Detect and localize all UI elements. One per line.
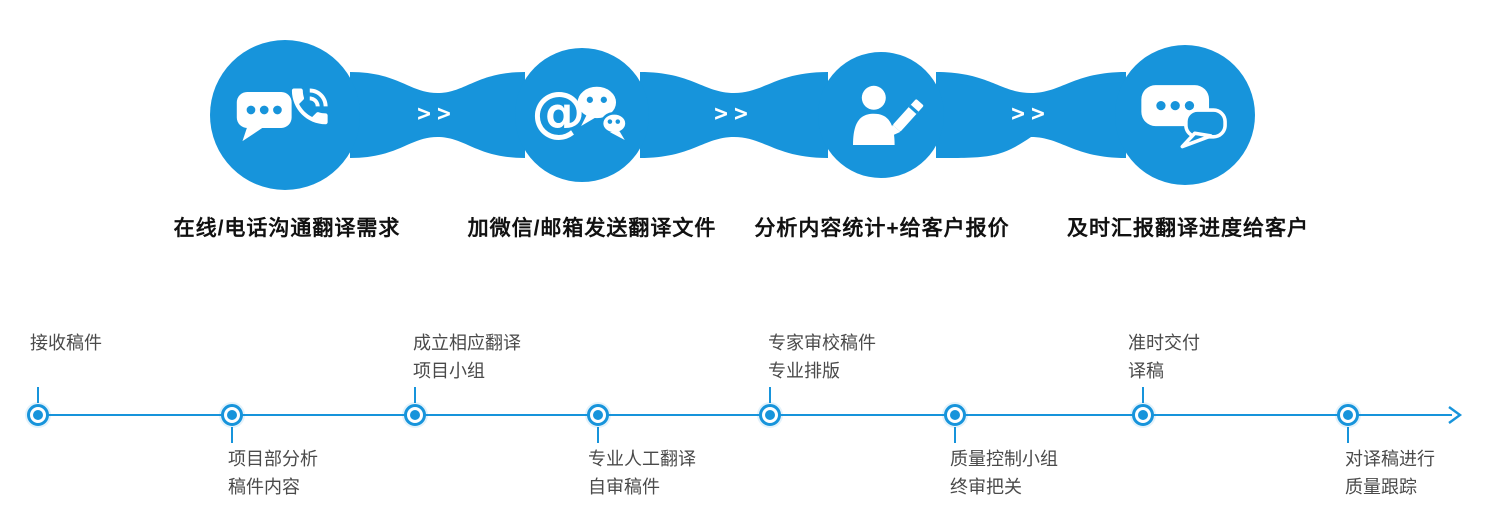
svg-text:@: @ [534,81,585,144]
step-label: 及时汇报翻译进度给客户 [1067,217,1309,240]
step-circle-progress [1115,45,1255,185]
timeline-label-line: 自审稿件 [588,477,660,497]
timeline-dot [27,404,49,426]
chevron-label: >> [1011,101,1051,127]
timeline-arrowhead [1448,406,1463,424]
chat-phone-icon [236,88,328,142]
timeline-axis [30,414,1452,416]
step-circle-send-files: @ [515,48,649,182]
timeline-dot [759,404,781,426]
timeline-label: 接收稿件 [30,329,102,357]
timeline-label: 质量控制小组 终审把关 [950,445,1058,501]
analysis-quote-icon [853,86,924,146]
progress-report-icon [1141,84,1227,148]
timeline-label: 专家审校稿件 专业排版 [768,329,876,385]
timeline-label-line: 专业排版 [768,361,840,381]
timeline-label: 准时交付 译稿 [1128,329,1200,385]
top-flow: >> >> >> @ [173,40,1309,240]
timeline-label-line: 终审把关 [950,477,1022,497]
timeline-label-line: 质量控制小组 [950,449,1058,469]
timeline-tick [1142,387,1144,403]
flow-connector [640,72,828,158]
flow-connector [350,72,525,158]
timeline-label-line: 稿件内容 [228,477,300,497]
timeline-label: 项目部分析 稿件内容 [228,445,318,501]
timeline-label-line: 接收稿件 [30,333,102,353]
step-circle-contact [210,40,360,190]
timeline-label-line: 成立相应翻译 [413,333,521,353]
chevron-label: >> [714,101,754,127]
timeline-dot [587,404,609,426]
timeline-label-line: 准时交付 [1128,333,1200,353]
timeline-tick [597,427,599,443]
timeline-dot [1337,404,1359,426]
timeline-dot [1132,404,1154,426]
timeline-label-line: 译稿 [1128,361,1164,381]
timeline-label-line: 专家审校稿件 [768,333,876,353]
timeline-tick [769,387,771,403]
timeline-tick [414,387,416,403]
timeline-label: 成立相应翻译 项目小组 [413,329,521,385]
timeline-tick [231,427,233,443]
timeline-label-line: 项目部分析 [228,449,318,469]
timeline-tick [1347,427,1349,443]
timeline-tick [37,387,39,403]
timeline-label-line: 对译稿进行 [1345,449,1435,469]
timeline-dot [404,404,426,426]
step-label: 在线/电话沟通翻译需求 [173,217,401,240]
chevron-label: >> [417,101,457,127]
timeline-label-line: 专业人工翻译 [588,449,696,469]
timeline-tick [954,427,956,443]
timeline-label: 专业人工翻译 自审稿件 [588,445,696,501]
flow-connector [936,72,1126,158]
timeline-label-line: 项目小组 [413,361,485,381]
timeline-dot [221,404,243,426]
step-label: 加微信/邮箱发送翻译文件 [467,217,717,240]
timeline-label: 对译稿进行 质量跟踪 [1345,445,1435,501]
timeline-label-line: 质量跟踪 [1345,477,1417,497]
step-label: 分析内容统计+给客户报价 [754,217,1010,240]
email-wechat-icon: @ [534,81,628,144]
timeline-dot [944,404,966,426]
step-circle-quote [818,52,944,178]
process-timeline: 接收稿件 项目部分析 稿件内容 成立相应翻译 项目小组 专业人工翻译 自审稿件 … [0,295,1500,525]
